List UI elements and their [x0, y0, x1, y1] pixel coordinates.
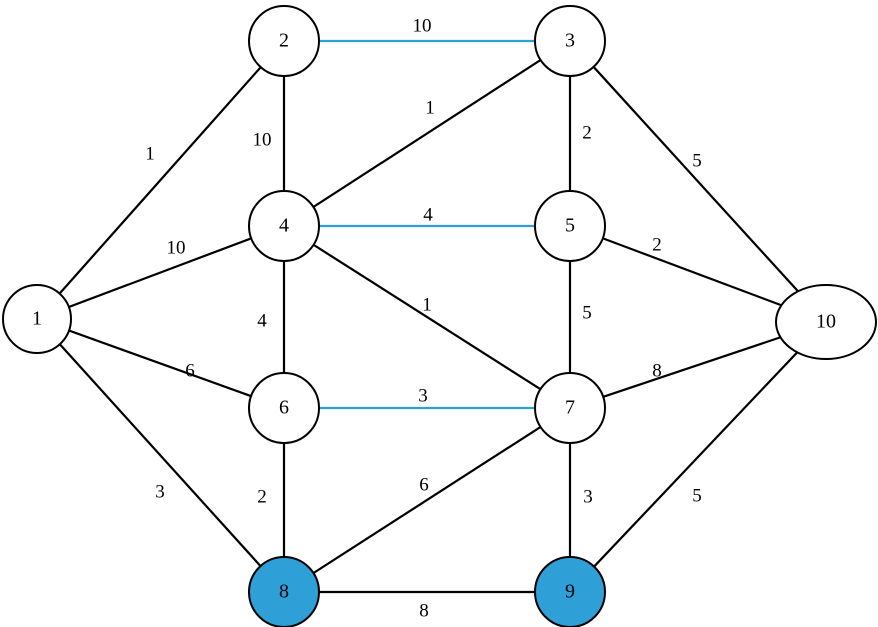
- node-1: 1: [2, 284, 72, 354]
- edge-weight-1-6: 6: [185, 360, 195, 381]
- node-circle-7: [534, 372, 606, 444]
- node-circle-6: [248, 372, 320, 444]
- edge-7-8: [283, 407, 571, 593]
- nodes-layer: 1 2 3 4 5 6 7 8 9 10: [2, 5, 877, 627]
- edge-1-4: [36, 224, 285, 321]
- edge-4-7: [283, 225, 571, 409]
- node-label-5: 5: [565, 215, 575, 237]
- node-label-7: 7: [565, 397, 575, 419]
- node-label-6: 6: [279, 397, 289, 419]
- edge-weight-3-5: 2: [582, 122, 592, 143]
- node-8: 8: [248, 556, 320, 627]
- node-label-4: 4: [279, 215, 289, 237]
- node-10: 10: [775, 284, 877, 360]
- node-circle-4: [248, 190, 320, 262]
- node-4: 4: [248, 190, 320, 262]
- edge-3-4: [283, 40, 571, 227]
- node-label-9: 9: [565, 581, 575, 603]
- node-label-10: 10: [816, 311, 836, 333]
- node-7: 7: [534, 372, 606, 444]
- edge-weight-6-8: 2: [257, 486, 267, 507]
- node-5: 5: [534, 190, 606, 262]
- edge-weight-1-4: 10: [167, 237, 186, 258]
- edge-weight-6-7: 3: [418, 385, 428, 406]
- node-circle-10: [775, 284, 877, 360]
- node-6: 6: [248, 372, 320, 444]
- edge-3-10: [569, 40, 827, 323]
- edge-weight-3-4: 1: [425, 97, 435, 118]
- edge-weight-5-10: 2: [652, 234, 662, 255]
- node-2: 2: [248, 5, 320, 77]
- edge-9-10: [569, 321, 827, 593]
- node-label-8: 8: [279, 581, 289, 603]
- edge-weight-4-6: 4: [257, 310, 267, 331]
- edge-weight-5-7: 5: [582, 302, 592, 323]
- edge-weight-3-10: 5: [692, 150, 702, 171]
- edge-weight-9-10: 5: [692, 485, 702, 506]
- node-label-1: 1: [32, 308, 42, 330]
- node-circle-8: [248, 556, 320, 627]
- edge-weight-7-9: 3: [583, 486, 593, 507]
- edge-weight-1-2: 1: [145, 143, 155, 164]
- edge-1-8: [36, 318, 285, 593]
- edge-weight-1-8: 3: [155, 481, 165, 502]
- node-circle-9: [534, 556, 606, 627]
- node-circle-1: [2, 284, 72, 354]
- node-circle-2: [248, 5, 320, 77]
- node-label-3: 3: [565, 30, 575, 52]
- edge-weight-7-8: 6: [419, 474, 429, 495]
- edge-1-6: [36, 317, 285, 410]
- edge-1-2: [36, 40, 285, 320]
- edges-layer: [36, 39, 827, 594]
- edge-weight-4-7: 1: [422, 294, 432, 315]
- node-circle-5: [534, 190, 606, 262]
- edge-weight-2-3: 10: [413, 15, 432, 36]
- node-label-2: 2: [279, 30, 289, 52]
- edge-weight-8-9: 8: [419, 600, 429, 621]
- edge-weight-7-10: 8: [652, 360, 662, 381]
- edge-weight-2-4: 10: [253, 129, 272, 150]
- node-3: 3: [534, 5, 606, 77]
- edge-weight-4-5: 4: [423, 204, 433, 225]
- node-circle-3: [534, 5, 606, 77]
- edge-labels-layer: 1 10 6 3 10 10 1 2 5 4 4 1 5 2 3 2 6 3 8 8 5: [145, 15, 702, 621]
- node-9: 9: [534, 556, 606, 627]
